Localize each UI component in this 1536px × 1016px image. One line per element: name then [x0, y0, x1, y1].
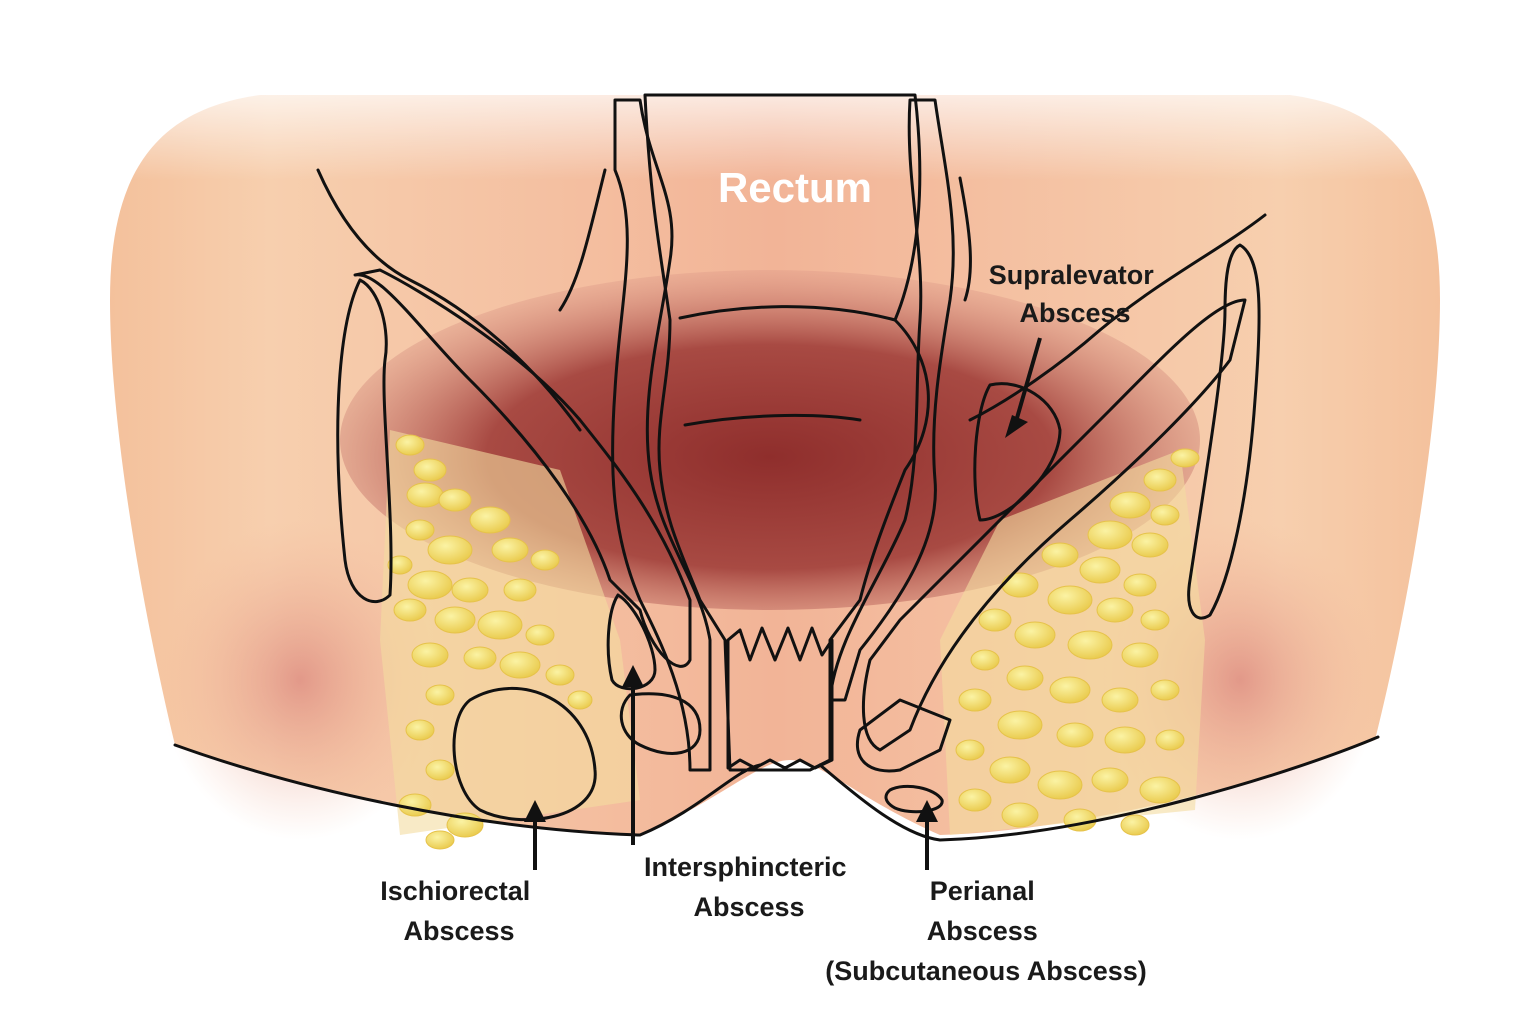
fat-globule: [1087, 520, 1133, 550]
intersphincteric-abscess: [606, 593, 657, 691]
fat-globule: [469, 506, 511, 534]
skin-surface-line: [173, 735, 1380, 842]
left-sphincter-muscle: [619, 692, 702, 755]
left-inner-line: [558, 168, 607, 312]
fat-globule: [1041, 542, 1079, 568]
left-pelvis-line: [316, 168, 582, 432]
fat-globule: [525, 624, 555, 646]
fat-globule: [405, 719, 435, 741]
fat-globule: [567, 690, 593, 710]
fat-globule: [425, 830, 455, 850]
fat-globule: [1143, 468, 1177, 492]
rectum-title: Rectum: [718, 164, 872, 211]
fat-globule: [1150, 679, 1180, 701]
fat-globule: [1067, 630, 1113, 660]
perianal-arrow: [916, 800, 938, 870]
ischiorectal-abscess: [452, 686, 597, 822]
fat-globule: [1104, 726, 1146, 754]
fat-globule: [1096, 597, 1134, 623]
intersphincteric-label: Intersphincteric Abscess: [644, 852, 854, 922]
fat-globule: [407, 570, 453, 600]
fat-globule: [1006, 665, 1044, 691]
fat-globule: [1170, 448, 1200, 468]
right-fat-region: [940, 448, 1205, 836]
fat-globule: [406, 482, 444, 508]
supralevator-arrow: [1005, 337, 1042, 438]
fat-globule: [545, 664, 575, 686]
fat-globule: [1037, 770, 1083, 800]
ischiorectal-label: Ischiorectal Abscess: [380, 876, 538, 946]
fat-globule: [530, 549, 560, 571]
fat-globule: [958, 788, 992, 812]
right-outer-muscle: [1187, 243, 1261, 620]
fat-globule: [405, 519, 435, 541]
fat-globule: [1101, 687, 1139, 713]
right-inner-line: [958, 176, 972, 302]
fat-globule: [427, 535, 473, 565]
fat-globule: [958, 688, 992, 712]
fat-globule: [434, 606, 476, 634]
fat-globule: [503, 578, 537, 602]
right-pelvis-line: [968, 213, 1267, 422]
fat-globule: [499, 651, 541, 679]
supralevator-label: Supralevator Abscess: [989, 260, 1162, 328]
fat-globule: [463, 646, 497, 670]
fat-globule: [1123, 573, 1157, 597]
left-fat-region: [380, 430, 640, 850]
fat-globule: [1140, 609, 1170, 631]
fat-globule: [978, 608, 1012, 632]
perianal-label: Perianal Abscess (Subcutaneous Abscess): [825, 876, 1147, 986]
fat-globule: [1001, 572, 1039, 598]
left-rectal-wall: [611, 98, 712, 772]
fat-globule: [1109, 491, 1151, 519]
rectal-fold-2: [683, 413, 862, 427]
fat-globule: [955, 739, 985, 761]
fat-globule: [970, 649, 1000, 671]
fat-globule: [1056, 722, 1094, 748]
fat-globule: [1131, 532, 1169, 558]
fat-globule: [398, 793, 432, 817]
rectal-fold-1: [678, 305, 897, 322]
ischiorectal-arrow: [524, 800, 546, 870]
right-sphincter-muscle: [855, 698, 952, 773]
right-rectal-wall: [828, 98, 955, 702]
fat-globule: [1121, 642, 1159, 668]
fat-globule: [1155, 729, 1185, 751]
fat-globule: [1001, 802, 1039, 828]
fat-globule: [413, 458, 447, 482]
fat-globule: [1150, 504, 1180, 526]
fat-globule: [1063, 808, 1097, 832]
top-fade: [0, 60, 1536, 180]
fat-globule: [997, 710, 1043, 740]
fat-globule: [395, 434, 425, 456]
fat-globule: [1079, 556, 1121, 584]
fat-globule: [425, 759, 455, 781]
fat-globule: [1120, 814, 1150, 836]
fat-globule: [491, 537, 529, 563]
fat-globule: [1091, 767, 1129, 793]
fat-globule: [438, 488, 472, 512]
fat-globule: [1014, 621, 1056, 649]
fat-globule: [989, 756, 1031, 784]
fat-globule: [411, 642, 449, 668]
fat-globule: [1049, 676, 1091, 704]
fat-globule: [387, 555, 413, 575]
fat-globule: [393, 598, 427, 622]
fat-globule: [451, 577, 489, 603]
intersphincteric-arrow: [622, 665, 644, 845]
left-outer-muscle: [336, 278, 393, 604]
fat-globule: [477, 610, 523, 640]
fat-globule: [1139, 776, 1181, 804]
supralevator-abscess: [973, 382, 1062, 522]
fat-globule: [1047, 585, 1093, 615]
fat-globule: [425, 684, 455, 706]
